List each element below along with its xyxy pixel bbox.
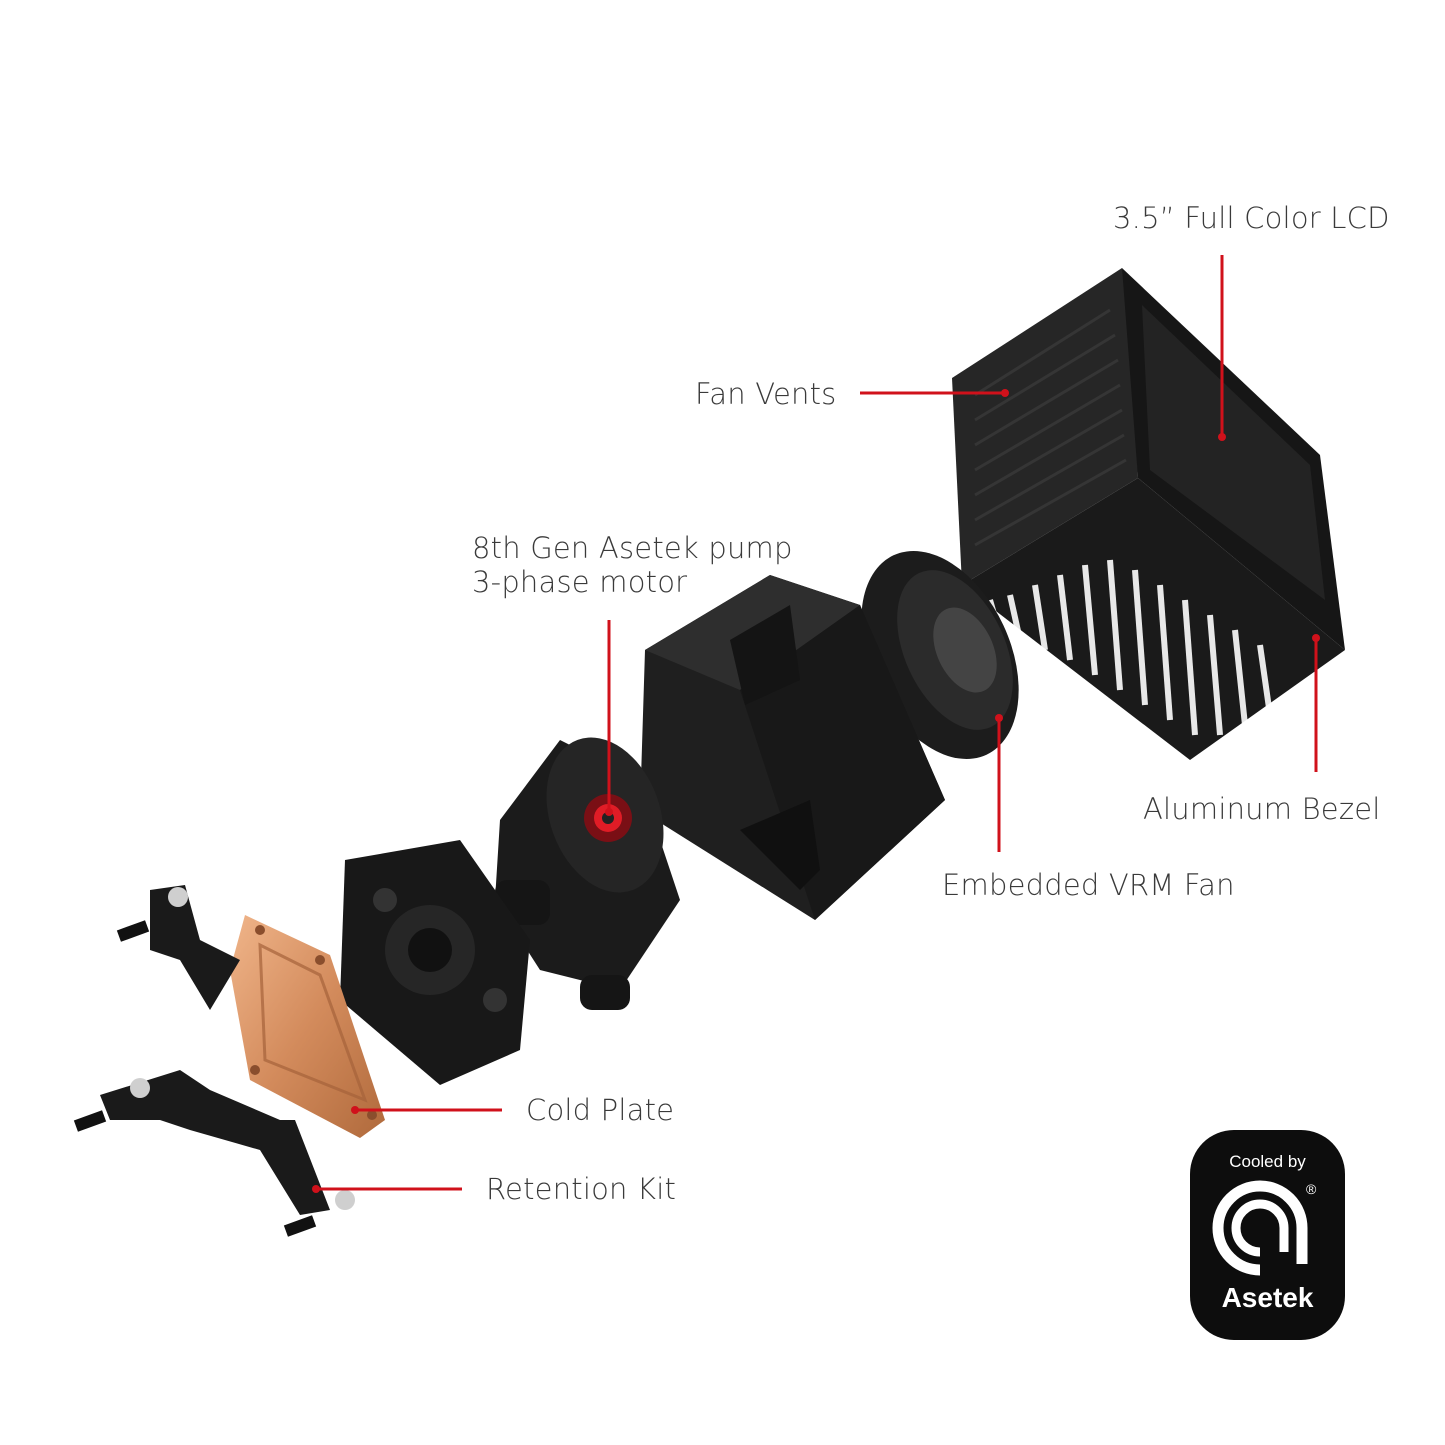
asetek-badge: Cooled by ® Asetek: [1190, 1130, 1345, 1340]
label-pump-line1: 8th Gen Asetek pump: [472, 531, 793, 565]
badge-brand: Asetek: [1221, 1282, 1314, 1313]
lcd-cover: [952, 268, 1345, 760]
label-retention-kit: Retention Kit: [486, 1172, 677, 1206]
retention-kit: [73, 885, 355, 1237]
label-lcd: 3.5” Full Color LCD: [1113, 201, 1390, 235]
pump-housing: [640, 575, 945, 920]
asetek-logo-icon: ®: [1212, 1180, 1317, 1276]
leader-lines: [316, 255, 1318, 1191]
label-vrm-fan: Embedded VRM Fan: [942, 868, 1235, 902]
cold-plate: [230, 915, 385, 1138]
leader-dots: [312, 389, 1320, 1193]
label-bezel: Aluminum Bezel: [1143, 792, 1381, 826]
label-pump-line2: 3-phase motor: [472, 565, 688, 599]
pump-motor: [495, 737, 680, 1010]
registered-mark: ®: [1306, 1181, 1317, 1197]
label-cold-plate: Cold Plate: [526, 1093, 675, 1127]
pump-lower-body: [340, 840, 530, 1085]
label-fan-vents: Fan Vents: [695, 377, 837, 411]
badge-cooled-by: Cooled by: [1229, 1152, 1306, 1171]
